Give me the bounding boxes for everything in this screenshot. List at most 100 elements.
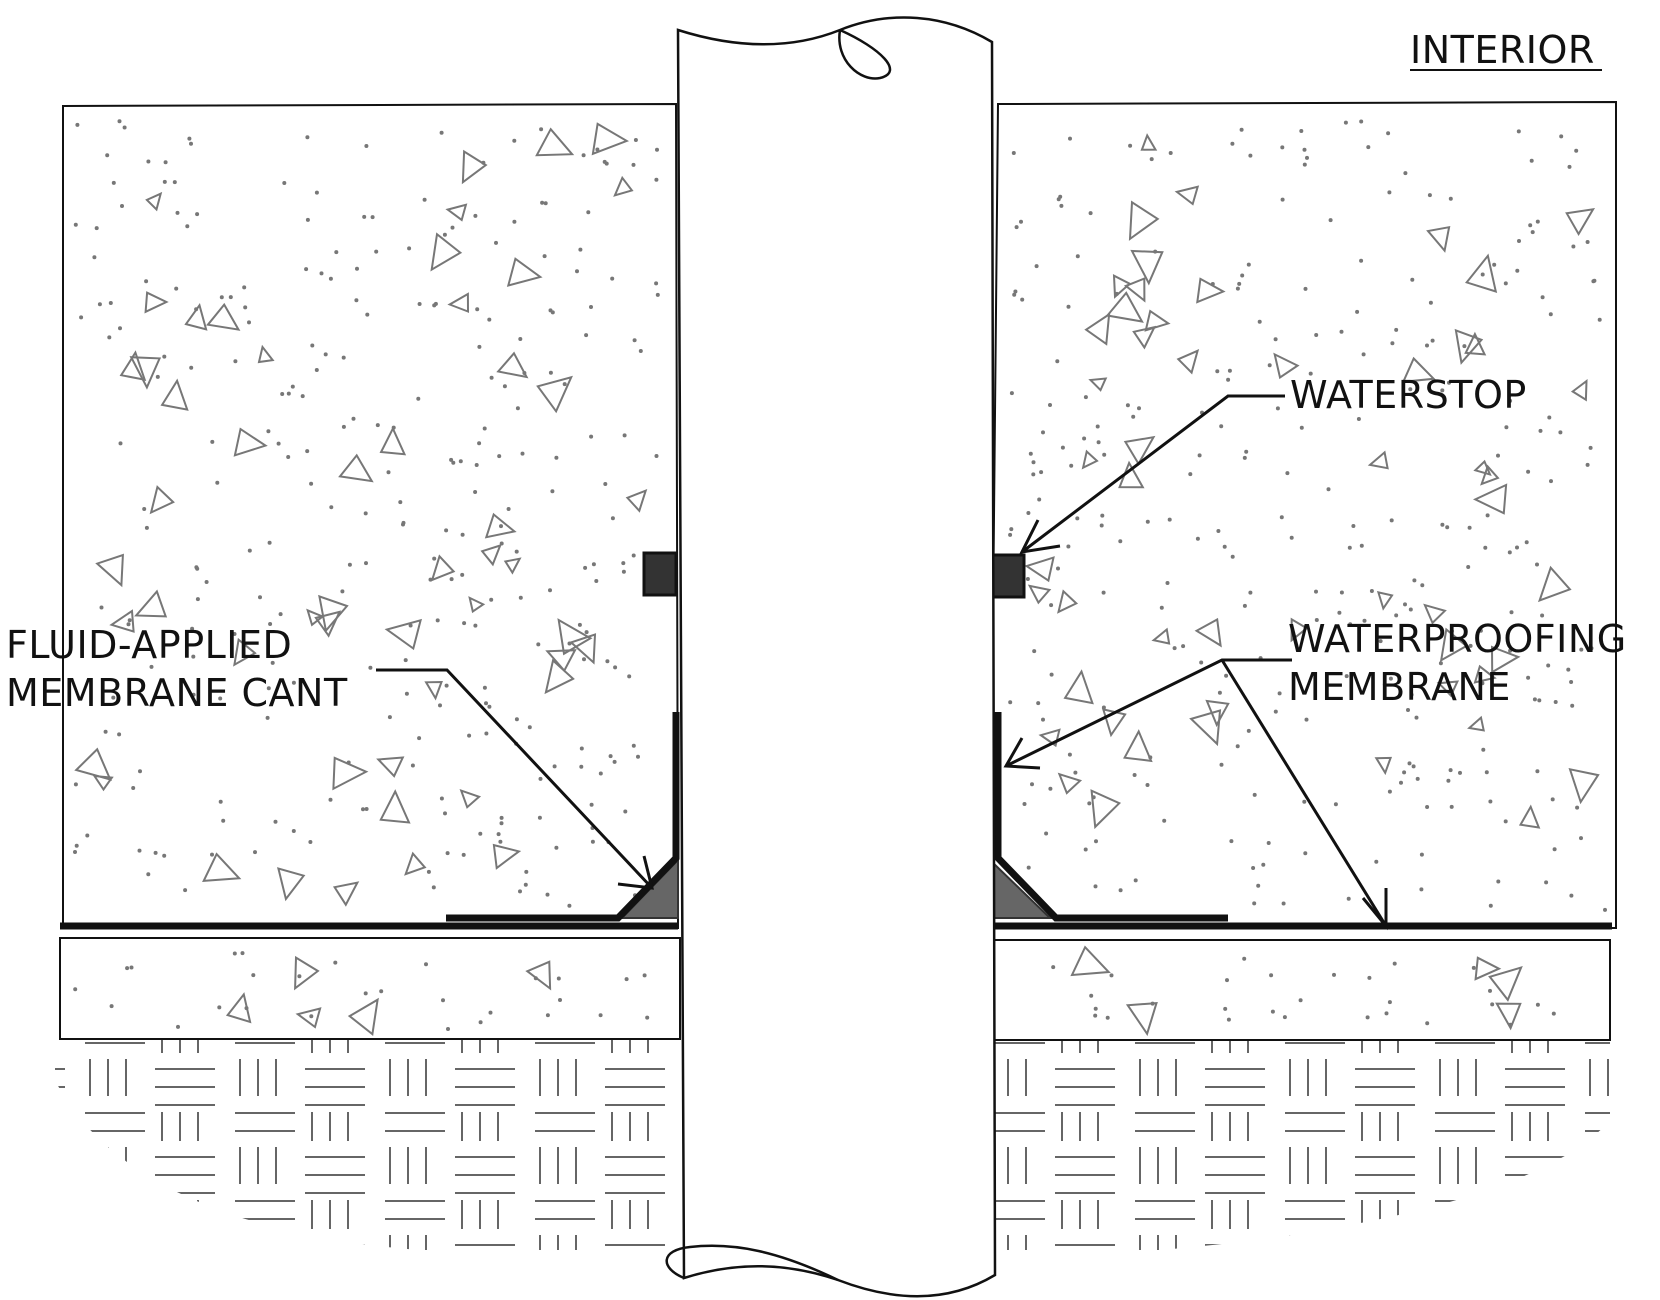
aggregate-stone [1273, 352, 1300, 380]
aggregate-stone [1426, 225, 1451, 253]
aggregate-dot [1280, 145, 1285, 150]
aggregate-dot [107, 335, 112, 340]
aggregate-dot [122, 125, 127, 130]
aggregate-dot [1507, 550, 1512, 555]
aggregate-dot [579, 746, 584, 751]
aggregate-stone [1480, 464, 1500, 486]
pipe-top-curve [838, 28, 892, 80]
aggregate-dot [1407, 761, 1412, 766]
aggregate-dot [1403, 171, 1408, 176]
aggregate-stone [1174, 185, 1200, 206]
aggregate-dot [1449, 804, 1454, 809]
aggregate-dot [426, 869, 431, 874]
aggregate-dot [1566, 667, 1571, 672]
aggregate-dot [1304, 717, 1309, 722]
aggregate-dot [431, 885, 436, 890]
aggregate-stone [1376, 591, 1394, 611]
aggregate-dot [444, 683, 449, 688]
aggregate-dot [1082, 436, 1087, 441]
aggregate-dot [92, 255, 97, 260]
aggregate-stone [1105, 291, 1144, 323]
aggregate-dot [542, 254, 547, 259]
aggregate-dot [1347, 545, 1352, 550]
aggregate-stone [294, 955, 320, 991]
aggregate-dot [75, 122, 80, 127]
aggregate-dot [595, 147, 600, 152]
aggregate-dot [1359, 258, 1364, 263]
aggregate-stone [1070, 945, 1111, 977]
aggregate-dot [1567, 164, 1572, 169]
aggregate-dot [94, 226, 99, 231]
aggregate-dot [586, 210, 591, 215]
aggregate-dot [1026, 511, 1031, 515]
aggregate-dot [621, 569, 626, 574]
aggregate-dot [189, 365, 194, 370]
aggregate-dot [117, 732, 122, 737]
aggregate-dot [314, 368, 319, 372]
aggregate-dot [583, 565, 588, 570]
aggregate-dot [1386, 131, 1391, 136]
aggregate-dot [1409, 692, 1414, 697]
aggregate-dot [1246, 262, 1251, 267]
aggregate-dot [1478, 628, 1483, 633]
aggregate-dot [111, 695, 116, 700]
aggregate-dot [1073, 770, 1078, 775]
aggregate-dot [1392, 961, 1397, 966]
aggregate-dot [189, 141, 193, 146]
aggregate-dot [1225, 978, 1229, 983]
aggregate-dot [1569, 680, 1574, 684]
aggregate-dot [1044, 831, 1049, 836]
aggregate-dot [1314, 589, 1318, 594]
aggregate-dot [1270, 1009, 1275, 1014]
aggregate-dot [1535, 1002, 1540, 1007]
aggregate-dot [1343, 120, 1348, 125]
aggregate-dot [496, 832, 501, 837]
aggregate-dot [267, 540, 272, 545]
aggregate-stone [1490, 645, 1521, 674]
aggregate-dot [1302, 147, 1307, 152]
aggregate-stone [225, 992, 252, 1024]
aggregate-dot [1242, 455, 1247, 460]
aggregate-stone [1473, 459, 1492, 477]
aggregate-dot [548, 370, 553, 375]
aggregate-dot [1490, 1002, 1495, 1007]
aggregate-dot [1384, 1011, 1389, 1016]
aggregate-stone [1423, 603, 1447, 625]
aggregate-dot [1546, 663, 1551, 668]
aggregate-dot [266, 686, 271, 691]
leader-waterproofing [1003, 658, 1388, 931]
aggregate-dot [1032, 649, 1037, 654]
aggregate-dot [1467, 525, 1472, 530]
aggregate-dot [1037, 497, 1042, 502]
aggregate-stone [557, 618, 593, 656]
aggregate-dot [1579, 836, 1583, 841]
aggregate-dot [1159, 605, 1164, 610]
aggregate-dot [407, 246, 412, 251]
aggregate-dot [613, 665, 618, 670]
aggregate-dot [1067, 752, 1072, 757]
aggregate-dot [1028, 451, 1033, 456]
aggregate-dot [1303, 851, 1308, 856]
aggregate-dot [548, 308, 553, 313]
aggregate-dot [129, 965, 134, 970]
label-waterproofing-line2: MEMBRANE [1288, 665, 1511, 709]
aggregate-dot [539, 127, 544, 132]
aggregate-dot [282, 181, 287, 185]
aggregate-stone [1518, 804, 1541, 829]
aggregate-stone [1125, 1001, 1158, 1037]
aggregate-dot [558, 998, 562, 1002]
aggregate-dot [1273, 709, 1278, 714]
aggregate-dot [1039, 470, 1044, 475]
leader-cant [376, 668, 654, 890]
aggregate-stone [1027, 584, 1052, 605]
aggregate-dot [247, 320, 251, 325]
aggregate-dot [368, 665, 373, 670]
aggregate-dot [1197, 453, 1202, 458]
aggregate-stone [1063, 669, 1094, 705]
aggregate-dot [484, 701, 488, 706]
aggregate-dot [187, 136, 192, 141]
aggregate-dot [210, 852, 214, 857]
aggregate-dot [364, 807, 369, 811]
concrete-aggregate [73, 119, 1607, 1037]
aggregate-dot [1369, 589, 1374, 593]
